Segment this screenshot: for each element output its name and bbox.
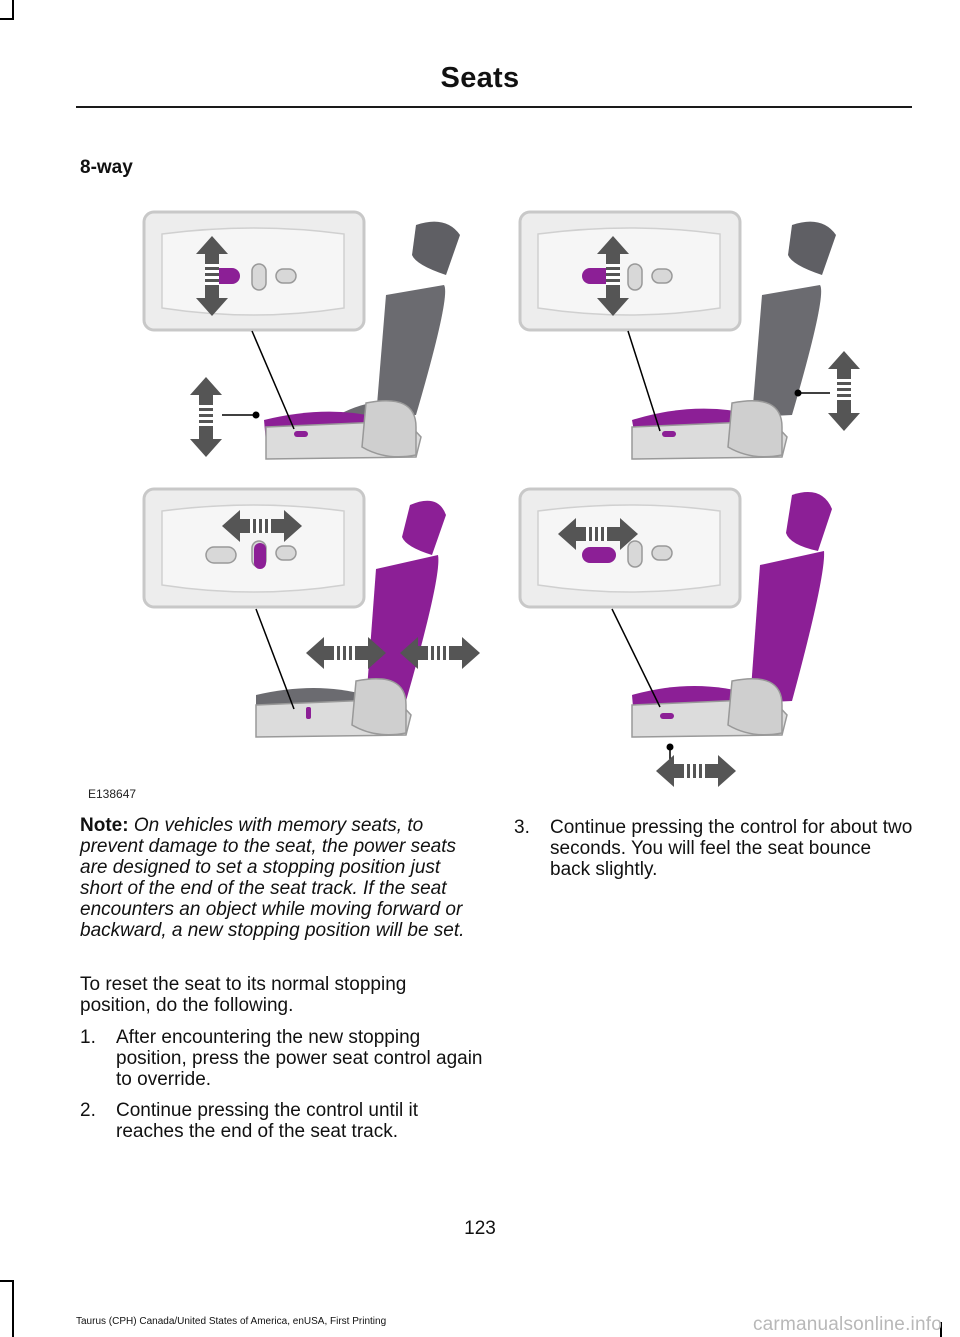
panel-tilt-control <box>518 210 742 332</box>
section-heading: 8-way <box>80 157 133 178</box>
list-number: 2. <box>80 1100 96 1121</box>
list-text: Continue pressing the control for about … <box>550 817 913 880</box>
list-item: 2. Continue pressing the control until i… <box>80 1100 490 1142</box>
panel-height-control <box>142 210 366 332</box>
panel-fore-aft-control <box>142 487 366 609</box>
watermark-link[interactable]: carmanualsonline.info <box>752 1314 942 1335</box>
crop-mark-bottom-left-h <box>0 1280 14 1282</box>
note-label: Note: <box>80 815 129 836</box>
crop-mark-bottom-left-v <box>12 1280 14 1337</box>
seat-bottom-right <box>631 492 832 738</box>
note-text: On vehicles with memory seats, to preven… <box>80 815 465 941</box>
seat-adjustment-illustration <box>142 210 860 787</box>
list-number: 3. <box>514 817 530 838</box>
seat-top-left <box>264 221 460 460</box>
list-item: 3. Continue pressing the control for abo… <box>514 817 914 880</box>
figure-code: E138647 <box>88 787 137 801</box>
list-text: After encountering the new stopping posi… <box>116 1027 483 1090</box>
note-block: Note: On vehicles with memory seats, to … <box>80 815 480 941</box>
seat-top-right <box>631 221 836 460</box>
seat-bottom-left <box>255 500 446 738</box>
crop-mark-top-left-v <box>12 0 14 20</box>
panel-recline-control <box>518 487 742 609</box>
list-number: 1. <box>80 1027 96 1048</box>
footer-doc-info: Taurus (CPH) Canada/United States of Ame… <box>76 1316 387 1327</box>
list-text: Continue pressing the control until it r… <box>116 1100 419 1142</box>
crop-mark-top-left-h <box>0 18 14 20</box>
title-divider <box>76 106 912 108</box>
intro-paragraph: To reset the seat to its normal stopping… <box>80 974 407 1016</box>
list-item: 1. After encountering the new stopping p… <box>80 1027 490 1090</box>
page-title: Seats <box>440 62 520 94</box>
crop-mark-bottom-right-v <box>940 1322 942 1337</box>
page-number: 123 <box>464 1218 496 1239</box>
